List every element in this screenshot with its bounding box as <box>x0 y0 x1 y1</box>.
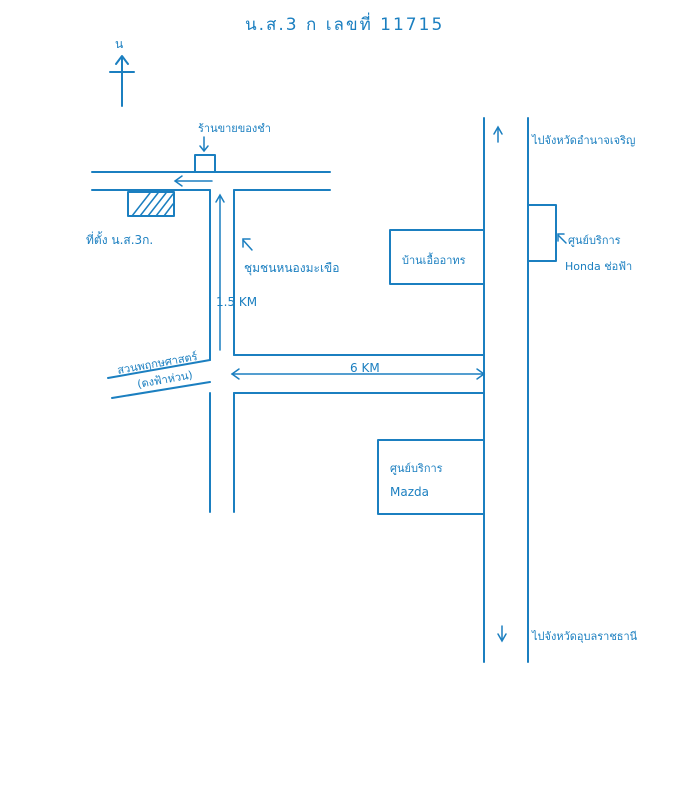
honda-label-line1: ศูนย์บริการ <box>568 234 621 247</box>
site-label: ที่ตั้ง น.ส.3ก. <box>86 231 153 247</box>
community-label: ชุมชนหนองมะเขือ <box>244 261 339 276</box>
main-highway <box>483 117 529 663</box>
park-road <box>107 359 211 399</box>
to-south-label: ไปจังหวัดอุบลราชธานี <box>531 630 638 643</box>
north-arrow-icon <box>109 55 135 107</box>
mazda-label-line1: ศูนย์บริการ <box>390 462 443 475</box>
upper-road <box>91 171 331 191</box>
mazda-label-line2: Mazda <box>390 485 429 499</box>
side-distance-label: 1.5 KM <box>216 295 257 309</box>
honda-building <box>527 204 557 262</box>
honda-pointer-arrow-icon <box>557 233 567 244</box>
main-distance-label: 6 KM <box>350 361 380 375</box>
middle-road <box>230 354 486 394</box>
shop-building <box>194 154 216 173</box>
north-direction-arrow-icon <box>493 125 503 143</box>
site-plot <box>127 191 175 217</box>
house-building <box>389 229 485 285</box>
map-title: น.ส.3 ก เลขที่ 11715 <box>245 12 444 35</box>
house-label: บ้านเอื้ออาทร <box>402 252 466 267</box>
north-label: น <box>115 37 123 51</box>
side-road <box>209 189 235 513</box>
shop-label: ร้านขายของชำ <box>198 122 271 135</box>
shop-pointer-arrow-icon <box>199 136 209 153</box>
mazda-building <box>377 439 485 515</box>
honda-label-line2: Honda ช่อฟ้า <box>565 260 632 273</box>
to-north-label: ไปจังหวัดอำนาจเจริญ <box>531 134 635 147</box>
south-direction-arrow-icon <box>497 625 507 643</box>
community-pointer-arrow-icon <box>242 238 253 251</box>
